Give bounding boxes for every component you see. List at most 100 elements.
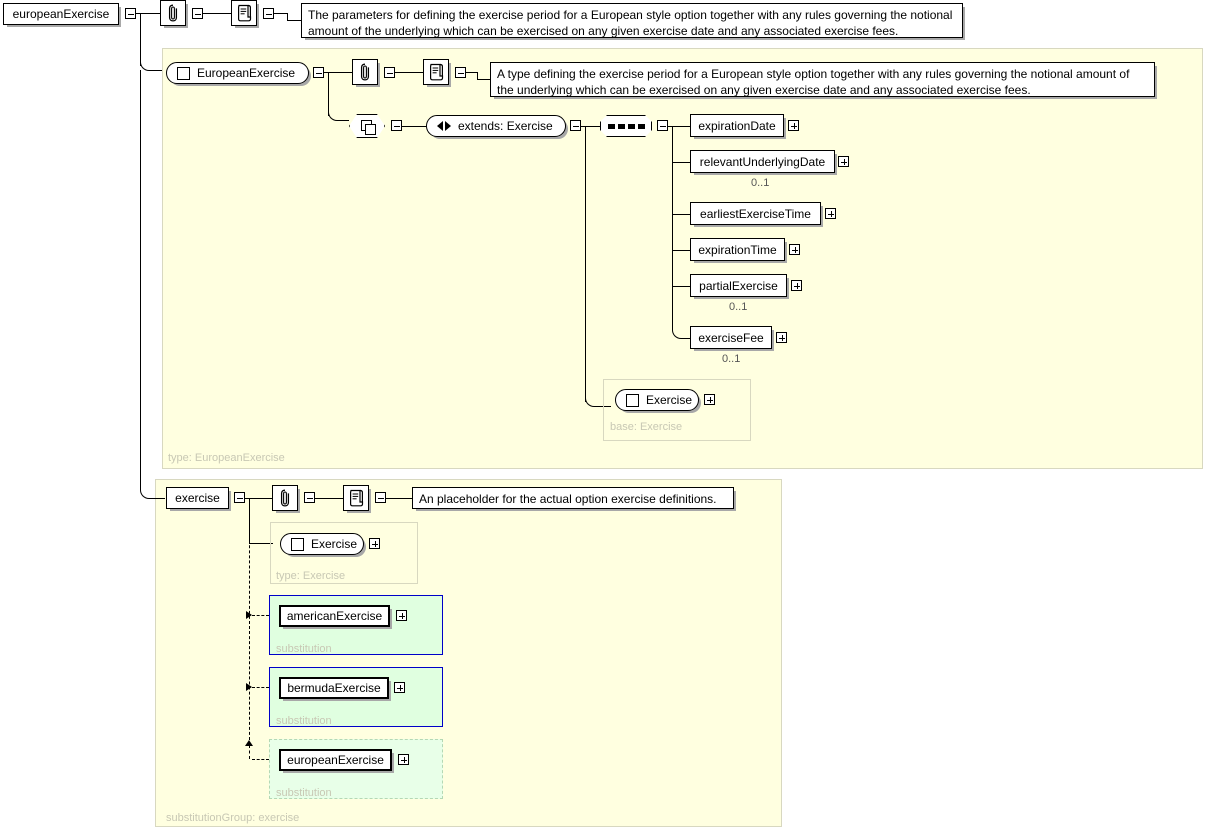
child-toggle-plus[interactable] [791, 280, 802, 291]
type-square-icon [291, 537, 304, 551]
connector [324, 72, 352, 73]
connector [287, 20, 301, 21]
child-cardinality: 0..1 [729, 301, 748, 313]
connector [581, 126, 600, 127]
connector [328, 72, 329, 116]
connector [274, 13, 287, 14]
type-documentation-toggle-minus[interactable] [455, 67, 466, 78]
child-element-box[interactable]: partialExercise [690, 274, 787, 297]
connector [245, 498, 272, 499]
connector [140, 70, 141, 488]
sequence-dash [627, 123, 635, 129]
substitution-toggle-plus[interactable] [394, 682, 405, 693]
substitution-panel-footer-label: substitutionGroup: exercise [166, 812, 300, 824]
type-documentation-box: A type defining the exercise period for … [490, 62, 1155, 97]
extends-label: extends: Exercise [458, 119, 553, 133]
type-capsule-european-exercise[interactable]: EuropeanExercise [166, 62, 309, 84]
exercise-documentation-box: An placeholder for the actual option exe… [412, 487, 734, 509]
substitution-panel [155, 479, 782, 827]
document-icon[interactable] [231, 0, 257, 26]
substitution-toggle-plus[interactable] [398, 754, 409, 765]
exercise-annotation-toggle-minus[interactable] [304, 492, 315, 503]
connector [140, 13, 141, 66]
connector [668, 126, 690, 127]
connector-elbow [140, 480, 165, 499]
type-capsule-label: EuropeanExercise [197, 66, 296, 80]
type-panel-footer-label: type: EuropeanExercise [168, 452, 285, 464]
document-glyph [349, 489, 363, 507]
child-toggle-plus[interactable] [825, 208, 836, 219]
substitution-dashed-link [252, 615, 269, 616]
substitution-arrow-icon [246, 611, 252, 619]
paperclip-icon[interactable] [272, 485, 298, 511]
connector [466, 72, 477, 73]
connector [287, 13, 288, 21]
substitution-dashed-link [252, 759, 269, 760]
connector [136, 13, 160, 14]
substitution-arrow-icon [245, 740, 253, 746]
base-toggle-plus[interactable] [704, 394, 715, 405]
child-element-box[interactable]: expirationTime [690, 238, 785, 261]
sequence-icon[interactable] [600, 115, 652, 137]
sequence-dash [637, 123, 645, 129]
root-documentation-box: The parameters for defining the exercise… [301, 3, 963, 38]
base-capsule-exercise[interactable]: Exercise [615, 389, 699, 411]
exercise-type-footer-label: type: Exercise [276, 570, 346, 582]
document-icon[interactable] [343, 485, 369, 511]
extension-toggle-minus[interactable] [391, 120, 402, 131]
substitution-toggle-plus[interactable] [396, 610, 407, 621]
base-capsule-label: Exercise [646, 393, 693, 407]
exercise-toggle-minus[interactable] [234, 492, 245, 503]
child-toggle-plus[interactable] [789, 244, 800, 255]
root-element-box[interactable]: europeanExercise [3, 3, 119, 25]
type-toggle-minus[interactable] [313, 67, 324, 78]
extends-capsule[interactable]: extends: Exercise [426, 115, 566, 137]
connector [672, 214, 690, 215]
connector [249, 543, 273, 544]
exercise-documentation-toggle-minus[interactable] [375, 492, 386, 503]
root-toggle-minus[interactable] [125, 8, 136, 19]
child-element-box[interactable]: relevantUnderlyingDate [690, 150, 835, 173]
paperclip-glyph [168, 4, 178, 22]
extends-toggle-minus[interactable] [570, 120, 581, 131]
exercise-type-capsule-label: Exercise [311, 537, 358, 551]
extension-square-front [365, 124, 376, 135]
sequence-toggle-minus[interactable] [657, 120, 668, 131]
exercise-element-box[interactable]: exercise [166, 487, 229, 509]
substitution-element-bermuda[interactable]: bermudaExercise [279, 677, 389, 699]
type-annotation-toggle-minus[interactable] [384, 67, 395, 78]
exercise-type-capsule[interactable]: Exercise [280, 533, 364, 555]
connector [203, 13, 231, 14]
child-cardinality: 0..1 [751, 177, 770, 189]
document-glyph [237, 4, 251, 22]
connector [585, 126, 586, 402]
sequence-dash [607, 123, 615, 129]
child-cardinality: 0..1 [722, 353, 741, 365]
child-toggle-plus[interactable] [838, 156, 849, 167]
annotation-toggle-minus[interactable] [192, 8, 203, 19]
substitution-element-american[interactable]: americanExercise [279, 605, 390, 627]
connector [477, 79, 490, 80]
child-element-box[interactable]: earliestExerciseTime [690, 202, 821, 225]
substitution-footer-label: substitution [276, 715, 332, 727]
paperclip-icon[interactable] [160, 0, 186, 26]
substitution-element-european[interactable]: europeanExercise [279, 749, 392, 771]
document-icon[interactable] [423, 59, 449, 85]
exercise-type-toggle-plus[interactable] [369, 538, 380, 549]
document-glyph [429, 63, 443, 81]
exercise-type-box [270, 522, 418, 584]
paperclip-glyph [360, 63, 370, 81]
connector-elbow [140, 58, 163, 71]
substitution-dashed-link [252, 687, 269, 688]
documentation-toggle-minus[interactable] [263, 8, 274, 19]
extension-icon[interactable] [349, 114, 385, 138]
connector [672, 126, 673, 330]
child-toggle-plus[interactable] [776, 332, 787, 343]
paperclip-icon[interactable] [352, 59, 378, 85]
connector-elbow [672, 329, 691, 339]
child-element-box[interactable]: expirationDate [690, 114, 784, 137]
connector [386, 498, 412, 499]
child-element-box[interactable]: exerciseFee [690, 326, 772, 349]
child-toggle-plus[interactable] [788, 120, 799, 131]
connector [672, 286, 690, 287]
